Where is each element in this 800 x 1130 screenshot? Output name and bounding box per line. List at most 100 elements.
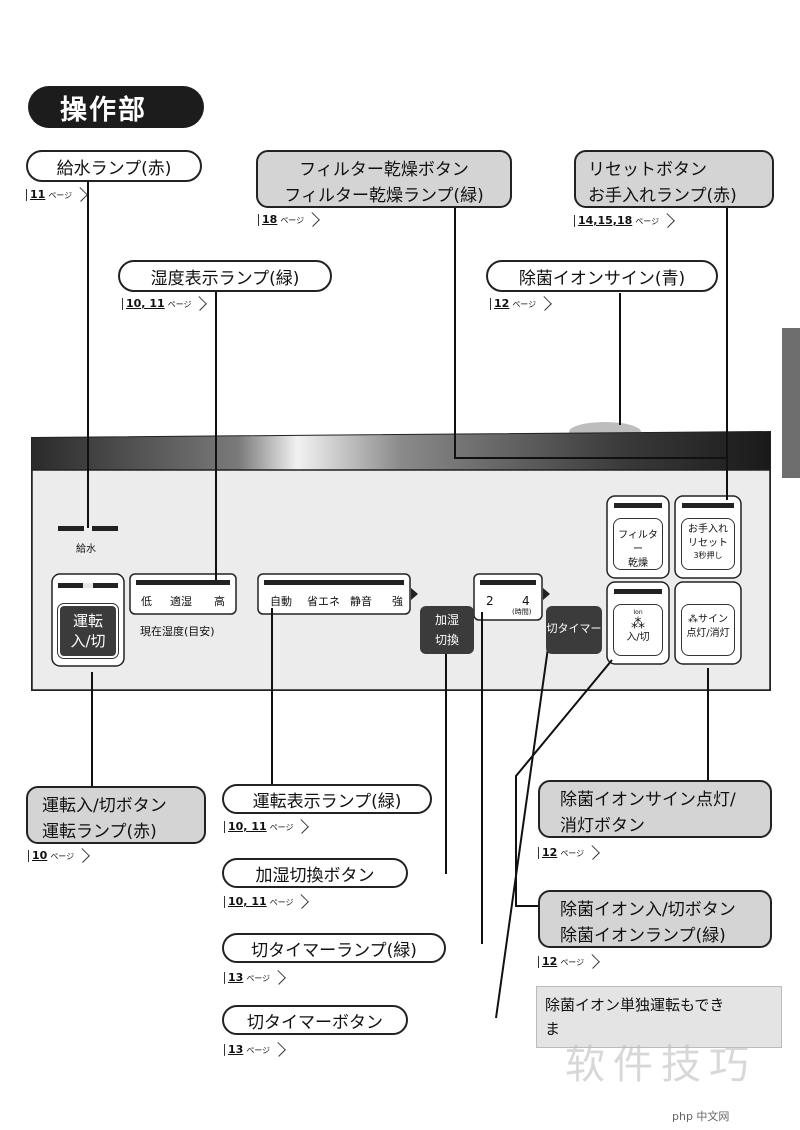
power-button-line: 運転 (72, 612, 103, 630)
page-ref-number: 12 (542, 846, 558, 859)
page-ref-number: 10, 11 (228, 820, 267, 833)
page-ref-number: 10 (32, 849, 48, 862)
ion-button-line: 入/切 (626, 632, 650, 643)
callout-filter-dry: フィルター乾燥ボタン フィルター乾燥ランプ(緑) (256, 150, 512, 208)
filter-dry-button[interactable]: フィルター 乾燥 (613, 518, 663, 570)
callout-line: リセットボタン (588, 160, 707, 180)
page-ref-number: 13 (228, 1043, 244, 1056)
page-ref-unit: ページ (269, 823, 294, 832)
timer-unit: (時間) (512, 608, 532, 616)
note-box: 除菌イオン単独運転もでき ま (536, 986, 782, 1048)
ion-lamp (614, 589, 662, 594)
ion-cluster-icon: ⁂ (631, 616, 645, 632)
ion-sign-button[interactable]: ⁂サイン 点灯/消灯 (681, 604, 735, 656)
humidity-level-optimal: 適湿 (170, 595, 192, 608)
callout-line: 除菌イオンサイン点灯/ (560, 790, 736, 810)
section-title: 操作部 (28, 86, 204, 128)
page-ref-number: 12 (494, 297, 510, 310)
page-ref-number: 11 (30, 188, 46, 201)
page-ref-unit: ページ (560, 849, 585, 858)
maintenance-lamp (682, 503, 734, 508)
ion-cluster-icon: ⁂ (688, 614, 698, 625)
timer-hour-4: 4 (522, 594, 530, 608)
callout-timer-button: 切タイマーボタン (222, 1005, 408, 1035)
page-ref-unit: ページ (512, 300, 537, 309)
page-ref-unit: ページ (50, 852, 75, 861)
filter-dry-lamp (614, 503, 662, 508)
callout-line: フィルター乾燥ボタン (299, 160, 469, 180)
callout-line: 除菌イオンランプ(緑) (560, 926, 726, 946)
callout-power: 運転入/切ボタン 運転ランプ(赤) (26, 786, 206, 844)
timer-button[interactable]: 切タイマー (546, 606, 602, 654)
page-ref-number: 10, 11 (126, 297, 165, 310)
callout-line: フィルター乾燥ランプ(緑) (284, 186, 484, 206)
callout-ion-sign: 除菌イオンサイン(青) (486, 260, 718, 292)
ion-sign-label: サイン (698, 614, 728, 625)
callout-run-lamp: 運転表示ランプ(緑) (222, 784, 432, 814)
callout-line: 除菌イオン入/切ボタン (560, 900, 736, 920)
callout-ion-button: 除菌イオン入/切ボタン 除菌イオンランプ(緑) (538, 890, 772, 948)
humid-switch-button[interactable]: 加湿 切換 (420, 606, 474, 654)
ion-sign-button-line: ⁂サイン (682, 613, 734, 627)
side-index-tab (782, 328, 800, 478)
humidity-caption: 現在湿度(目安) (140, 625, 215, 638)
callout-reset: リセットボタン お手入れランプ(赤) (574, 150, 774, 208)
page-ref-number: 14,15,18 (578, 214, 633, 227)
power-lamp (58, 583, 118, 588)
reset-button[interactable]: お手入れ リセット 3秒押し (681, 518, 735, 570)
page-ref-unit: ページ (635, 217, 660, 226)
ion-button[interactable]: Ion ⁂ 入/切 (613, 604, 663, 656)
humidity-level-low: 低 (141, 595, 152, 608)
humid-switch-line: 切換 (434, 633, 459, 647)
ion-sign-button-line: 点灯/消灯 (686, 628, 730, 639)
reset-line: 3秒押し (693, 551, 723, 560)
page-ref-unit: ページ (280, 216, 305, 225)
callout-humid-switch: 加湿切換ボタン (222, 858, 408, 888)
callout-line: 消灯ボタン (560, 816, 645, 836)
power-button[interactable]: 運転 入/切 (57, 603, 119, 659)
page-ref-number: 18 (262, 213, 278, 226)
mode-lamps (264, 580, 404, 585)
page-ref-unit: ページ (167, 300, 192, 309)
page-ref-unit: ページ (269, 898, 294, 907)
mode-eco: 省エネ (307, 595, 340, 608)
humidity-lamps (136, 580, 230, 585)
page-ref-unit: ページ (246, 1046, 271, 1055)
mode-auto: 自動 (270, 595, 292, 608)
page-ref-unit: ページ (560, 958, 585, 967)
callout-humidity-lamp: 湿度表示ランプ(緑) (118, 260, 332, 292)
reset-line: お手入れ (688, 524, 728, 535)
humidity-level-high: 高 (214, 595, 225, 608)
watermark-site: php 中文网 (672, 1110, 730, 1123)
power-button-line: 入/切 (70, 632, 106, 650)
callout-water-lamp: 給水ランプ(赤) (26, 150, 202, 182)
callout-line: 運転ランプ(赤) (42, 822, 157, 842)
filter-dry-line: フィルター (618, 530, 658, 555)
page-ref-number: 13 (228, 971, 244, 984)
note-line: 除菌イオン単独運転もでき (545, 996, 725, 1014)
humid-switch-line: 加湿 (434, 613, 459, 627)
note-line: ま (545, 1020, 561, 1038)
callout-line: お手入れランプ(赤) (588, 186, 737, 206)
watermark: 软件技巧 (565, 1042, 757, 1088)
page-ref-number: 10, 11 (228, 895, 267, 908)
timer-hour-2: 2 (486, 594, 494, 608)
callout-line: 運転入/切ボタン (42, 796, 167, 816)
ion-brand: Ion (633, 609, 643, 616)
page-ref-unit: ページ (48, 191, 73, 200)
timer-lamps (480, 580, 536, 585)
page-ref-unit: ページ (246, 974, 271, 983)
page-ref-number: 12 (542, 955, 558, 968)
